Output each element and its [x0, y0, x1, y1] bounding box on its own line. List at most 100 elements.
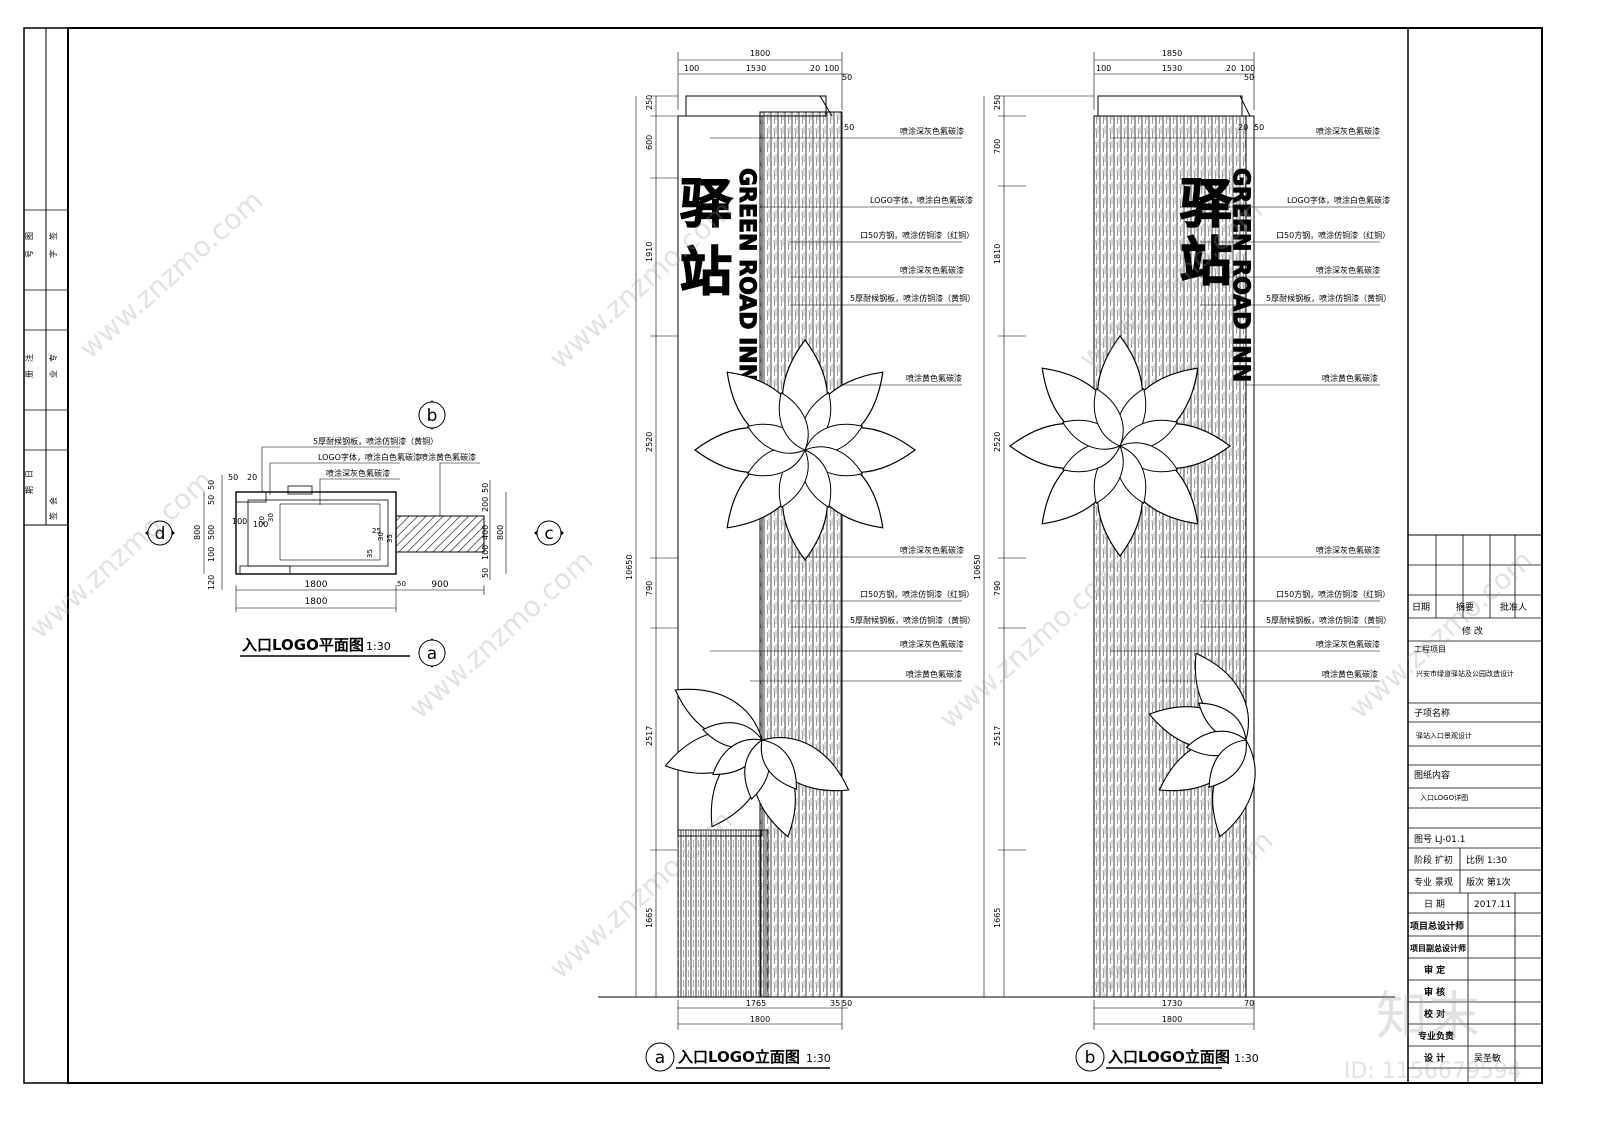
elev-a-dim-top-total: 1800	[750, 49, 770, 58]
strip-char: 会	[48, 497, 58, 505]
strip-char: 签	[48, 512, 58, 520]
plan-steel-base	[239, 565, 291, 575]
drawing-number: 图号 LJ-01.1	[1414, 834, 1466, 845]
elev-b-flower-lower	[1148, 652, 1256, 838]
elev-b-marker: b	[1085, 1048, 1096, 1068]
elev-a-callout: 喷涂深灰色氟碳漆	[900, 545, 964, 555]
strip-char: 期	[25, 486, 34, 494]
role: 审 定	[1424, 964, 1446, 976]
elev-a-height: 1665	[645, 908, 654, 928]
title-block: 日期 摘要 批准人 修 改 工程项目 兴安市绿道驿站及公园改造设计 子项名称 驿…	[1407, 28, 1542, 1083]
elev-b-callout: 喷涂黄色氟碳漆	[1322, 373, 1378, 383]
strip-char: 业	[48, 370, 58, 378]
elev-b-callout: 喷涂深灰色氟碳漆	[1316, 265, 1380, 275]
date-label: 日 期	[1424, 899, 1445, 910]
elev-a-title: 入口LOGO立面图	[678, 1048, 800, 1066]
elev-a-dim-top: 50	[842, 73, 852, 82]
elev-a-dim-bottom: 35	[830, 999, 840, 1008]
elev-a-flower-lower	[664, 688, 850, 838]
elev-a-total-height: 10650	[625, 555, 634, 580]
watermark-id: ID: 1156679594	[1344, 1059, 1522, 1084]
elev-b-striped-column	[1093, 115, 1247, 998]
elev-a-logo-en: GREEN ROAD INN	[734, 168, 759, 382]
elev-a-scale: 1:30	[806, 1052, 831, 1065]
role: 专业负责	[1418, 1030, 1454, 1042]
watermark-text: www.znzmo.com	[1343, 544, 1540, 726]
elev-b-height: 700	[993, 139, 1002, 154]
elev-b-callout: 喷涂深灰色氟碳漆	[1316, 639, 1380, 649]
plan-dim-right: 50	[481, 483, 490, 493]
date-value: 2017.11	[1474, 900, 1511, 910]
elevation-a: 驿 站 GREEN ROAD INN	[598, 49, 1000, 1072]
elev-a-dim-top: 100	[824, 64, 839, 73]
strip-char: 专	[48, 354, 58, 362]
elev-a-callout: 5厚耐候钢板，喷涂仿铜漆（黄铜）	[850, 615, 975, 625]
elev-b-dim-bottom: 1730	[1162, 999, 1182, 1008]
elev-a-height: 790	[645, 581, 654, 596]
elev-a-flower-large	[693, 338, 917, 562]
role: 校 对	[1424, 1008, 1445, 1020]
elev-b-height: 2517	[993, 726, 1002, 746]
designer-name: 吴圣敏	[1474, 1052, 1501, 1064]
elev-a-callout: 口50方钢，喷涂仿铜漆（红铜）	[860, 230, 974, 240]
elev-b-callout: 口50方钢，喷涂仿铜漆（红铜）	[1276, 589, 1390, 599]
elev-a-lower-stripes	[677, 829, 769, 998]
plan-dim: 50	[228, 473, 238, 482]
elev-a-dim-bottom-total: 1800	[750, 1015, 770, 1024]
plan-dim-left: 120	[207, 575, 216, 590]
elev-b-callout: 口50方钢，喷涂仿铜漆（红铜）	[1276, 230, 1390, 240]
role: 项目总设计师	[1410, 920, 1464, 932]
elev-a-height: 2520	[645, 432, 654, 452]
elev-a-logo-cn-1: 驿	[680, 175, 733, 235]
elev-a-dim-side: 50	[844, 123, 854, 132]
plan-dim: 35	[366, 549, 374, 558]
elev-a-height: 250	[645, 95, 654, 110]
plan-callout: 喷涂黄色氟碳漆	[420, 452, 476, 462]
plan-dim-right: 100	[481, 545, 490, 560]
plan-callout: 5厚耐候钢板，喷涂仿铜漆（黄铜）	[313, 436, 438, 446]
elev-a-callout: 喷涂深灰色氟碳漆	[900, 265, 964, 275]
elev-a-height: 1910	[645, 242, 654, 262]
elev-b-callout: LOGO字体，喷涂白色氟碳漆	[1287, 195, 1390, 205]
plan-dim-bottom: 1800	[305, 580, 328, 590]
left-signoff-strip: 图 号 签 字 注 册 专 业 日 期 会 签	[24, 28, 68, 526]
marker-label: c	[544, 524, 553, 544]
elev-b-dim-top: 20	[1226, 64, 1236, 73]
marker-label: a	[427, 644, 437, 664]
watermark-text: www.znzmo.com	[403, 544, 600, 726]
elev-a-dim-bottom: 1765	[746, 999, 766, 1008]
elev-b-height: 790	[993, 581, 1002, 596]
elev-b-callout: 喷涂深灰色氟碳漆	[1316, 126, 1380, 136]
plan-dim-right-total: 800	[496, 525, 505, 540]
plan-callout: 喷涂深灰色氟碳漆	[326, 468, 390, 478]
elev-a-dim-top: 20	[810, 64, 820, 73]
elev-a-callout: 喷涂黄色氟碳漆	[906, 669, 962, 679]
elev-a-callout: LOGO字体，喷涂白色氟碳漆	[870, 195, 973, 205]
strip-char: 注	[24, 354, 34, 362]
elev-a-callout: 5厚耐候钢板，喷涂仿铜漆（黄铜）	[850, 293, 975, 303]
elev-a-height: 600	[645, 135, 654, 150]
elev-b-height: 2520	[993, 432, 1002, 452]
role: 审 核	[1424, 986, 1445, 998]
strip-char: 图	[25, 232, 34, 240]
plan-dim-bottom-total: 1800	[305, 597, 328, 607]
plan-callout: LOGO字体，喷涂白色氟碳漆	[318, 452, 421, 462]
elev-b-logo-cn-1: 驿	[1180, 175, 1233, 235]
section-marker-a: a	[418, 638, 446, 668]
elev-b-top-cap	[1097, 95, 1243, 117]
elev-b-dim-top: 1530	[1162, 64, 1182, 73]
elev-b-logo-cn-2: 站	[1180, 233, 1232, 293]
plan-dim: 20	[258, 516, 266, 525]
elev-b-callout: 5厚耐候钢板，喷涂仿铜漆（黄铜）	[1266, 615, 1391, 625]
plan-dim: 30	[267, 513, 275, 522]
elev-a-callout: 喷涂深灰色氟碳漆	[900, 126, 964, 136]
plan-dim: 50	[397, 580, 406, 588]
plan-dim-right: 400	[481, 525, 490, 540]
plan-dim-right: 200	[481, 497, 490, 512]
scale: 比例 1:30	[1466, 854, 1507, 866]
plan-dim-left: 50	[207, 495, 216, 505]
strip-char: 签	[48, 232, 58, 240]
section-marker-c: c	[534, 520, 564, 546]
marker-label: d	[155, 524, 166, 544]
elev-a-dim-top: 1530	[746, 64, 766, 73]
